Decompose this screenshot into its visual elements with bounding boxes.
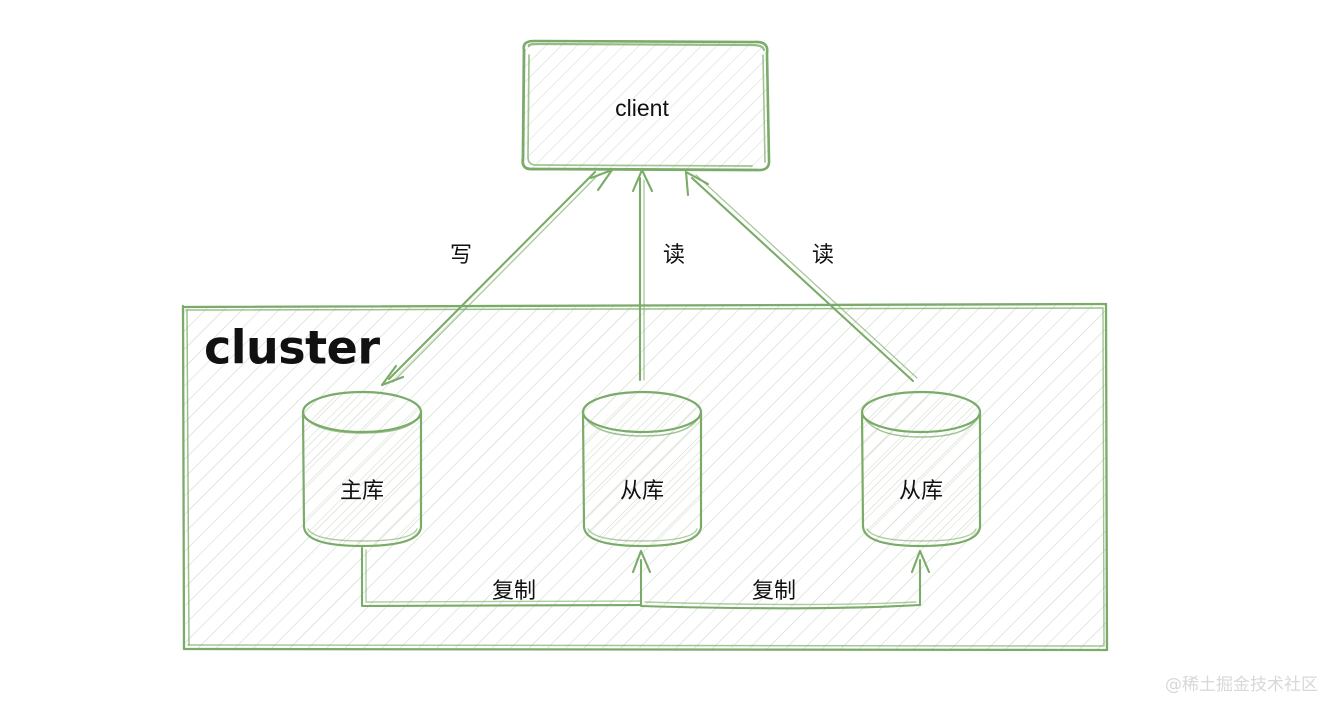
edge-read-1: 读 — [631, 168, 685, 382]
edge-replicate-1-label: 复制 — [492, 578, 536, 603]
client-node: client — [521, 39, 771, 172]
edge-replicate-2: 复制 — [639, 549, 931, 610]
edge-read-1-label: 读 — [663, 242, 685, 267]
slave-db-2-label: 从库 — [899, 478, 943, 503]
edge-read-2: 读 — [684, 170, 918, 383]
edge-replicate-1: 复制 — [360, 546, 652, 608]
watermark-label: @稀土掘金技术社区 — [1165, 675, 1318, 695]
cluster-label: cluster — [204, 321, 380, 375]
slave-db-1-label: 从库 — [620, 478, 664, 503]
edge-replicate-2-label: 复制 — [752, 578, 796, 603]
master-db-node: 主库 — [301, 390, 423, 548]
edge-read-2-label: 读 — [812, 242, 834, 267]
master-db-label: 主库 — [340, 478, 384, 503]
slave-db-2-node: 从库 — [860, 390, 982, 548]
slave-db-1-node: 从库 — [581, 390, 703, 548]
client-label: client — [615, 95, 669, 121]
edge-write-label: 写 — [450, 242, 472, 267]
edge-write: 写 — [380, 168, 614, 387]
